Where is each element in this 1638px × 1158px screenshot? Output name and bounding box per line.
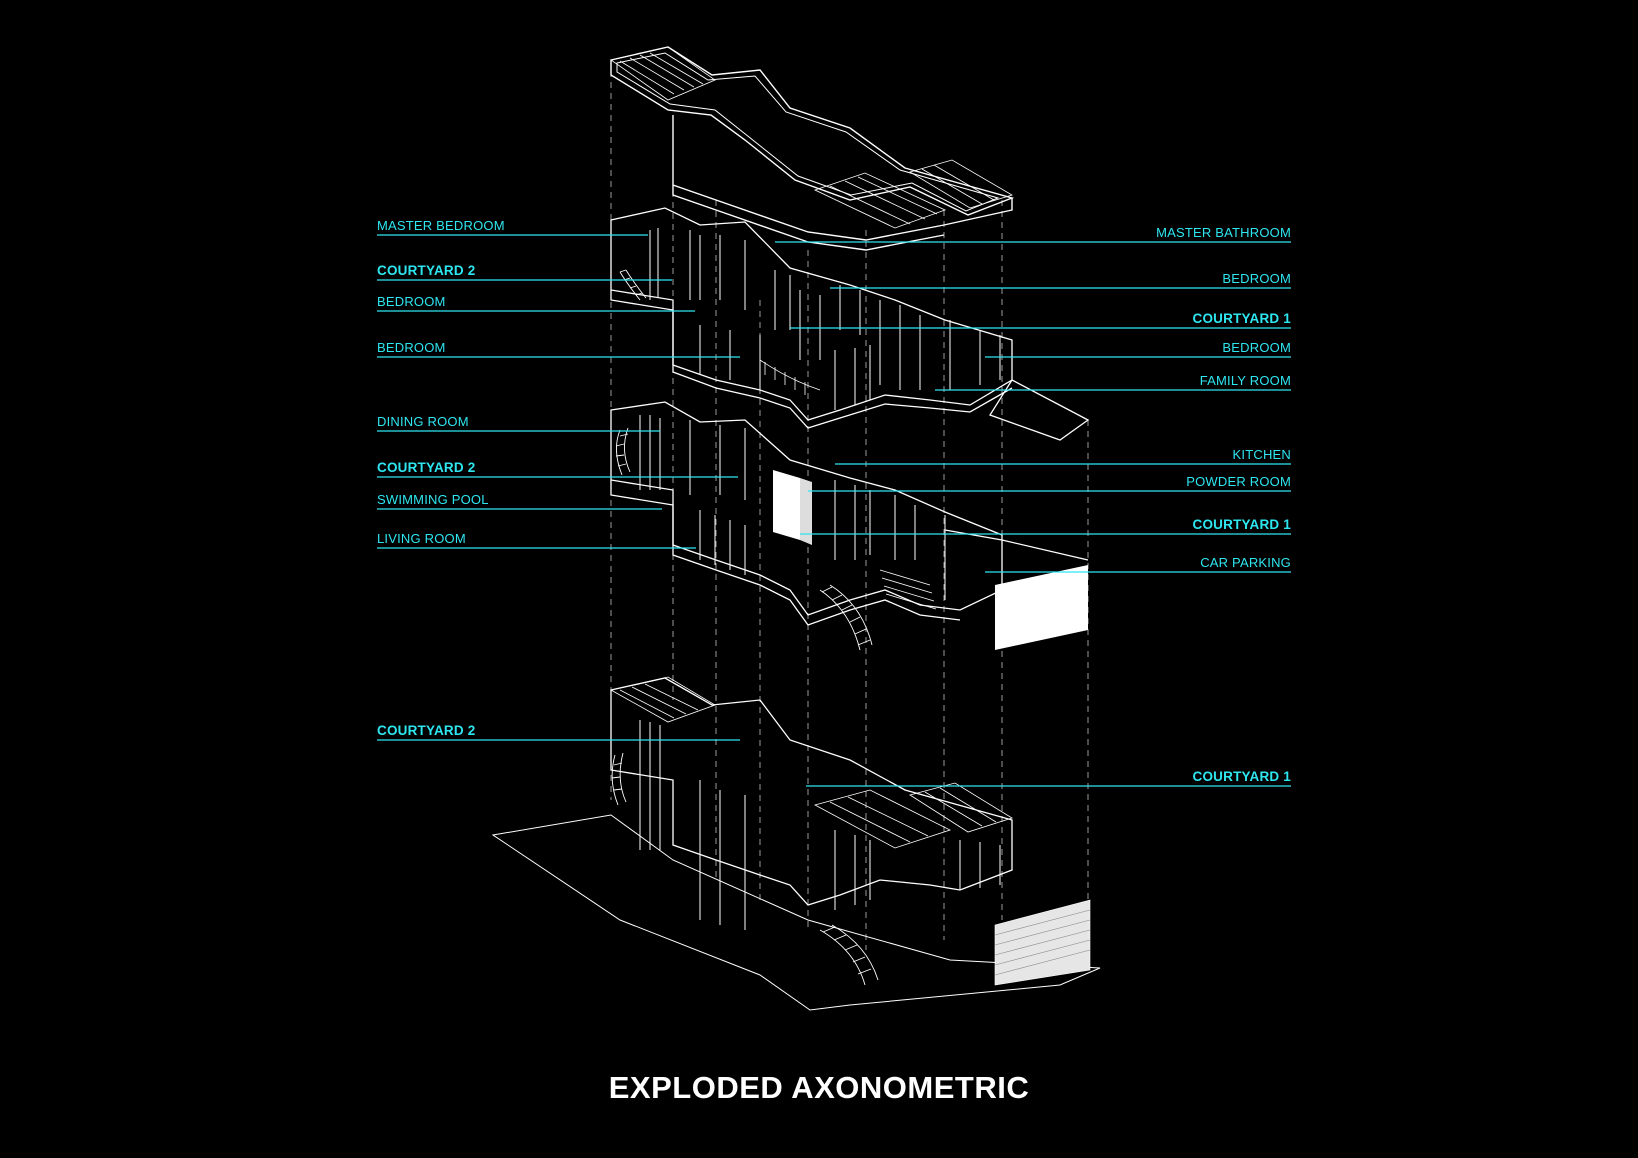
drawing-title: EXPLODED AXONOMETRIC bbox=[608, 1070, 1030, 1105]
car-parking-block bbox=[995, 565, 1088, 650]
projection-lines bbox=[610, 60, 1089, 950]
kitchen-panel bbox=[773, 470, 800, 540]
label-courtyard-1-middle: COURTYARD 1 bbox=[1192, 517, 1291, 532]
ground-floor bbox=[491, 676, 1101, 1011]
parking-wall bbox=[994, 899, 1091, 986]
label-master-bedroom: MASTER BEDROOM bbox=[377, 218, 505, 233]
label-courtyard-1-upper: COURTYARD 1 bbox=[1192, 311, 1291, 326]
roof-level bbox=[610, 46, 1015, 251]
label-kitchen: KITCHEN bbox=[1232, 447, 1291, 462]
upper-stair bbox=[619, 269, 647, 301]
site-base bbox=[491, 814, 1101, 1011]
label-bedroom-upper-left-1: BEDROOM bbox=[377, 294, 446, 309]
label-courtyard-1-ground: COURTYARD 1 bbox=[1192, 769, 1291, 784]
label-courtyard-2-ground: COURTYARD 2 bbox=[377, 723, 476, 738]
label-bedroom-upper-right-2: BEDROOM bbox=[1222, 340, 1291, 355]
label-bedroom-upper-left-2: BEDROOM bbox=[377, 340, 446, 355]
roof-pad-right bbox=[909, 159, 1013, 209]
label-courtyard-2-middle: COURTYARD 2 bbox=[377, 460, 476, 475]
label-bedroom-upper-right-1: BEDROOM bbox=[1222, 271, 1291, 286]
middle-floor bbox=[610, 401, 1089, 651]
label-courtyard-2-upper: COURTYARD 2 bbox=[377, 263, 476, 278]
label-swimming-pool: SWIMMING POOL bbox=[377, 492, 489, 507]
label-powder-room: POWDER ROOM bbox=[1186, 474, 1291, 489]
label-living-room: LIVING ROOM bbox=[377, 531, 466, 546]
label-family-room: FAMILY ROOM bbox=[1199, 373, 1291, 388]
label-car-parking: CAR PARKING bbox=[1200, 555, 1291, 570]
middle-stair-left bbox=[615, 427, 631, 476]
label-master-bathroom: MASTER BATHROOM bbox=[1156, 225, 1291, 240]
roof-pad-mid bbox=[813, 172, 947, 229]
middle-stair bbox=[819, 584, 873, 651]
leader-lines bbox=[377, 234, 1291, 787]
roof-pad-left bbox=[610, 46, 716, 101]
label-dining-room: DINING ROOM bbox=[377, 414, 469, 429]
